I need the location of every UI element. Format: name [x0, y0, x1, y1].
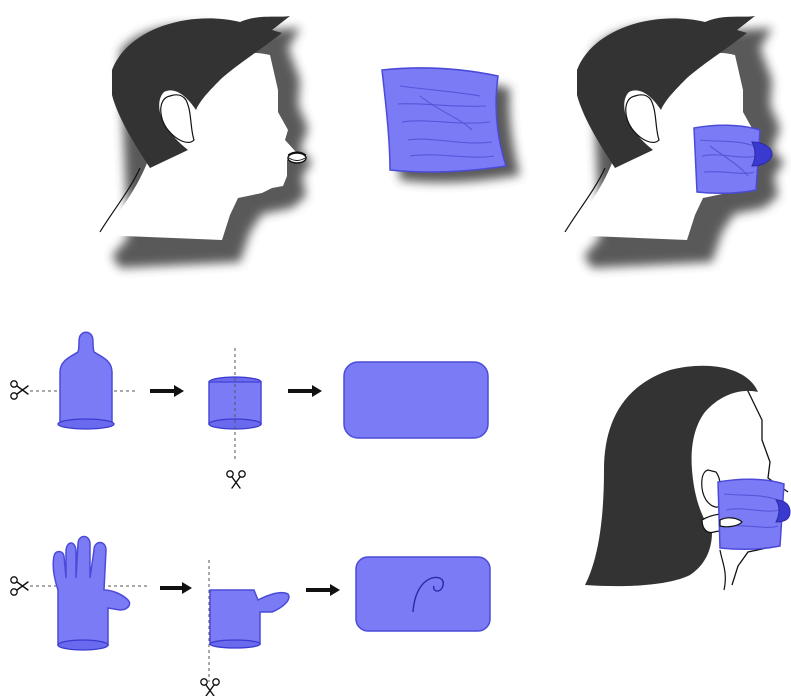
flat-sheet	[344, 362, 488, 438]
profile-female-holding-dam	[585, 366, 790, 590]
glove-rim	[58, 640, 108, 650]
barrier-sheet	[694, 125, 760, 193]
arrow-right-icon	[150, 385, 184, 397]
condom	[60, 332, 112, 424]
scissors-icon	[11, 381, 28, 399]
cut-glove	[210, 590, 289, 644]
cut-glove-rim	[210, 640, 260, 648]
scissors-icon	[11, 577, 28, 595]
scissors-icon	[227, 471, 245, 488]
profile-male-with-dam	[565, 16, 784, 268]
barrier-sheet	[718, 479, 784, 549]
scissors-icon	[201, 679, 219, 696]
glove	[53, 537, 129, 646]
flat-sheet-with-thumb	[356, 557, 490, 631]
profile-male-lips	[100, 16, 312, 268]
dental-dam-sheet	[382, 68, 520, 182]
glove-sequence	[11, 537, 490, 696]
arrow-right-icon	[306, 584, 340, 596]
condom-rim	[58, 419, 114, 429]
condom-sequence	[11, 332, 488, 488]
lips	[288, 152, 306, 163]
arrow-right-icon	[288, 385, 322, 397]
arrow-right-icon	[160, 582, 192, 594]
